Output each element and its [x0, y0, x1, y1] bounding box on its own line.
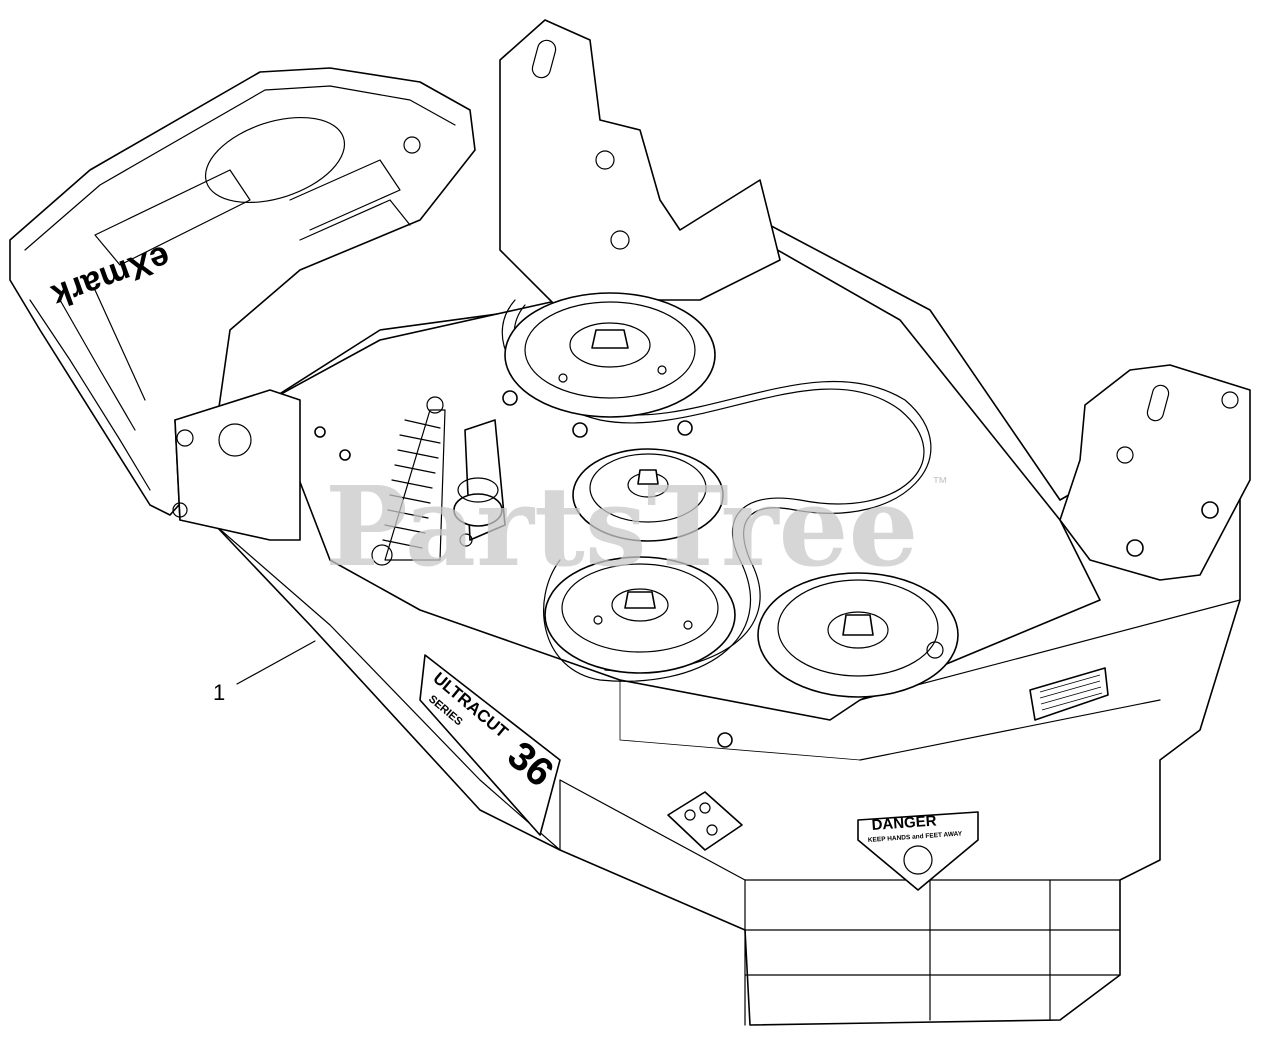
- spring-icon: [371, 396, 446, 566]
- pulley-middle: [572, 448, 724, 542]
- watermark: PartsTree ™: [325, 462, 948, 591]
- pulley-bottom-right: [757, 572, 959, 698]
- left-mount-bracket: [172, 389, 301, 541]
- pulley-bottom-left: [544, 556, 736, 674]
- callout-label: 1: [213, 680, 225, 705]
- rear-bracket-right: [1059, 364, 1251, 581]
- callout-1: 1: [213, 640, 316, 705]
- watermark-text: PartsTree: [325, 462, 919, 591]
- lubricate-decal: [1029, 667, 1109, 721]
- belt-cover: eXmark: [9, 67, 476, 516]
- danger-decal: DANGER KEEP HANDS and FEET AWAY: [857, 811, 979, 891]
- bolt-icon: [314, 390, 1219, 748]
- watermark-trademark: ™: [932, 475, 948, 492]
- idler-arm: [453, 419, 506, 547]
- danger-title: DANGER: [871, 812, 937, 834]
- safety-icon-decal: [667, 791, 743, 851]
- pulley-top: [504, 292, 716, 418]
